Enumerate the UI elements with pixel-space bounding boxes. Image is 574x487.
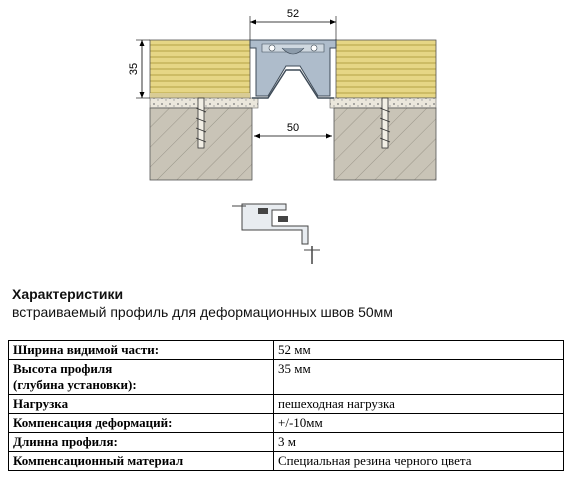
- spec-key-line-2: (глубина установки):: [13, 377, 137, 392]
- spec-key-line: Компенсация деформаций:: [13, 415, 173, 430]
- spec-row: Нагрузка пешеходная нагрузка: [8, 394, 564, 414]
- right-anchor: [379, 97, 391, 149]
- spec-row: Длинна профиля: 3 м: [8, 432, 564, 452]
- spec-key: Компенсационный материал: [8, 451, 274, 471]
- dimension-bottom: [254, 133, 332, 139]
- spec-key: Компенсация деформаций:: [8, 413, 274, 433]
- spec-row: Ширина видимой части: 52 мм: [8, 340, 564, 360]
- joint-profile: [249, 39, 337, 99]
- profile-section-icon: [232, 203, 320, 264]
- dimension-bottom-label: 50: [287, 122, 299, 134]
- spec-value: пешеходная нагрузка: [273, 394, 564, 414]
- left-tile-layer: [149, 39, 251, 99]
- spec-value: 35 мм: [273, 359, 564, 395]
- spec-key-line: Длинна профиля:: [13, 434, 118, 449]
- spec-row: Компенсация деформаций: +/-10мм: [8, 413, 564, 433]
- spec-value: Специальная резина черного цвета: [273, 451, 564, 471]
- characteristics-caption: Характеристики встраиваемый профиль для …: [12, 286, 562, 321]
- spec-key-line: Ширина видимой части:: [13, 342, 160, 357]
- spec-key: Длинна профиля:: [8, 432, 274, 452]
- right-tile-layer: [335, 39, 437, 99]
- spec-value: 52 мм: [273, 340, 564, 360]
- spec-key: Нагрузка: [8, 394, 274, 414]
- characteristics-title: Характеристики: [12, 286, 124, 302]
- spec-row: Высота профиля(глубина установки):35 мм: [8, 359, 564, 395]
- spec-value: +/-10мм: [273, 413, 564, 433]
- spec-key-line: Высота профиля: [13, 361, 113, 376]
- spec-key-line: Нагрузка: [13, 396, 69, 411]
- spec-key-line: Компенсационный материал: [13, 453, 184, 468]
- dimension-left: [136, 39, 150, 99]
- dimension-left-label: 35: [128, 63, 140, 75]
- spec-key: Ширина видимой части:: [8, 340, 274, 360]
- dimension-top-label: 52: [287, 8, 299, 20]
- spec-key: Высота профиля(глубина установки):: [8, 359, 274, 395]
- expansion-joint-drawing: 52 35 50: [128, 8, 437, 264]
- spec-value: 3 м: [273, 432, 564, 452]
- left-anchor: [195, 97, 207, 149]
- characteristics-subtitle: встраиваемый профиль для деформационных …: [12, 304, 393, 320]
- dimension-top: [249, 16, 337, 40]
- spec-row: Компенсационный материал Специальная рези…: [8, 451, 564, 471]
